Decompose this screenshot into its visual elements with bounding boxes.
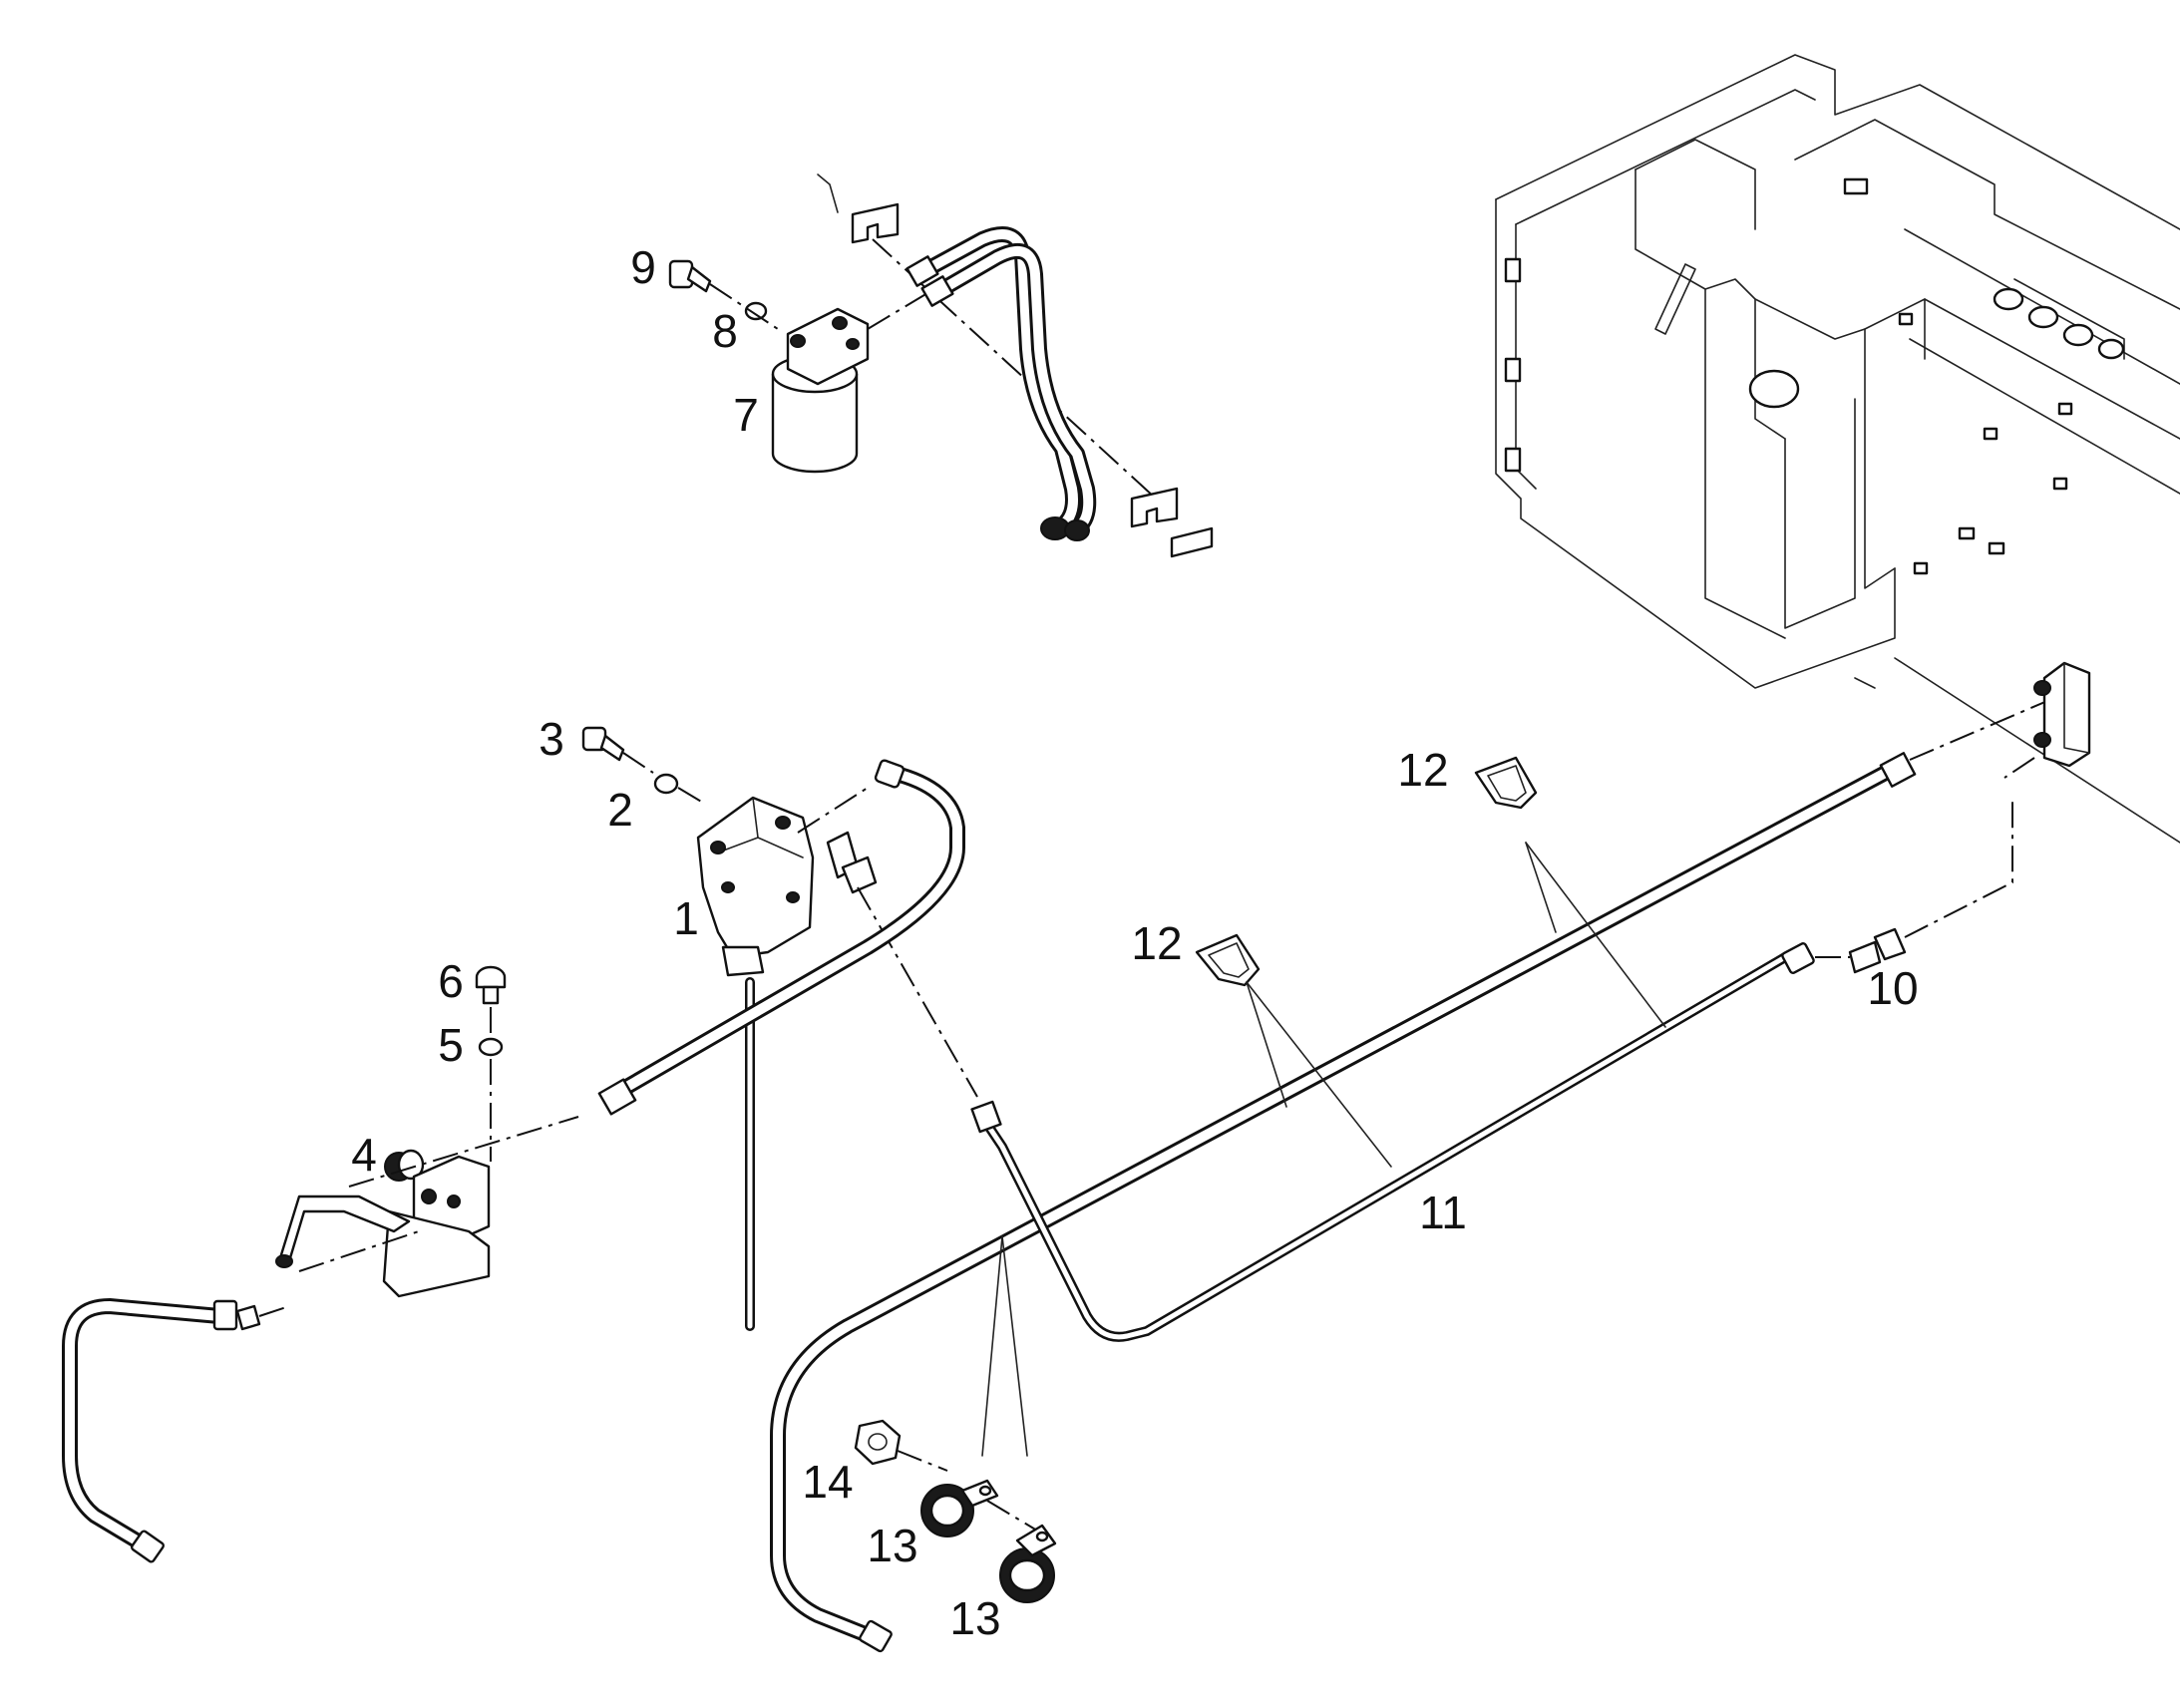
callout-4: 4 <box>351 1129 377 1181</box>
callout-1: 1 <box>673 892 699 944</box>
supply-hose <box>770 697 2055 1653</box>
callout-12-lower: 12 <box>1131 917 1182 969</box>
lower-left-hose <box>62 1298 290 1563</box>
leader-lines-12 <box>1246 842 1666 1168</box>
leader-lines-11 <box>981 1235 1028 1457</box>
chassis-frame <box>1495 54 2180 844</box>
callout-6: 6 <box>438 955 464 1007</box>
callout-5: 5 <box>438 1019 464 1071</box>
nut-14 <box>854 1419 902 1466</box>
mounting-block <box>2003 661 2091 779</box>
callout-14: 14 <box>802 1456 853 1508</box>
washer-8 <box>744 301 768 321</box>
tube-11 <box>970 942 1815 1342</box>
callout-12-upper: 12 <box>1397 744 1448 796</box>
bolt-6 <box>475 965 507 1005</box>
callout-labels: 1 2 3 4 5 6 7 8 9 10 11 12 12 13 13 14 <box>351 241 1918 1644</box>
callout-11: 11 <box>1419 1187 1467 1238</box>
clamp-13-lower <box>999 1524 1057 1603</box>
fitting-10 <box>1815 798 2013 974</box>
bracket <box>275 1155 491 1298</box>
washer-5 <box>478 1037 504 1057</box>
washer-2 <box>653 773 679 795</box>
callout-10: 10 <box>1867 962 1918 1014</box>
callout-7: 7 <box>733 389 759 441</box>
valve-1 <box>696 796 815 977</box>
return-hose <box>597 759 965 1116</box>
bracket-assembly <box>275 965 579 1298</box>
grommet-12-upper <box>1474 756 1538 810</box>
callout-9: 9 <box>630 241 656 293</box>
callout-2: 2 <box>607 784 633 836</box>
callout-13-upper: 13 <box>867 1520 917 1571</box>
callout-3: 3 <box>539 713 564 765</box>
callout-8: 8 <box>712 305 738 357</box>
filter-assembly <box>668 173 1214 558</box>
filter-7 <box>771 307 870 474</box>
grommet-12-lower <box>1195 933 1261 987</box>
bolt-3 <box>581 726 625 762</box>
valve-assembly <box>581 726 978 1331</box>
bolt-9 <box>668 259 712 293</box>
clamp-13-upper <box>920 1479 999 1537</box>
callout-13-lower: 13 <box>949 1592 1000 1644</box>
